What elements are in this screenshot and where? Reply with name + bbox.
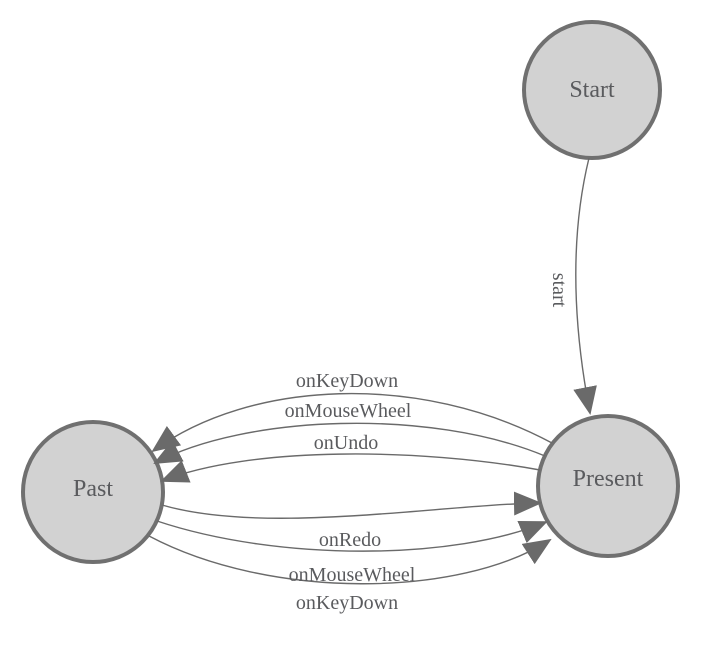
edge-start-to-present[interactable] (573, 157, 597, 415)
node-start[interactable]: Start (522, 20, 662, 160)
edge-past-to-present-onredo[interactable] (161, 491, 542, 519)
edge-past-to-present-onkeydown[interactable] (148, 535, 552, 585)
edge-label-onmousewheel-bottom: onMouseWheel (289, 564, 416, 586)
node-start-label: Start (569, 77, 615, 103)
node-past-circle[interactable] (21, 420, 165, 564)
node-past[interactable]: Past (21, 420, 165, 564)
edge-label-onkeydown-bottom: onKeyDown (296, 592, 398, 614)
node-present-circle[interactable] (536, 414, 680, 558)
node-start-circle[interactable] (522, 20, 662, 160)
edge-label-onundo: onUndo (314, 432, 378, 454)
edge-label-start: start (548, 273, 570, 308)
edge-present-to-past-onundo[interactable] (160, 453, 541, 483)
edges (148, 157, 597, 585)
edge-label-onredo: onRedo (319, 529, 381, 551)
node-present[interactable]: Present (536, 414, 680, 558)
edge-past-to-present-onmousewheel[interactable] (156, 520, 548, 552)
node-present-label: Present (573, 466, 644, 492)
node-past-label: Past (73, 476, 113, 502)
edge-label-onmousewheel-top: onMouseWheel (285, 400, 412, 422)
edge-labels: start onKeyDown onMouseWheel onUndo onRe… (285, 273, 570, 614)
edge-present-to-past-onmousewheel[interactable] (153, 422, 546, 464)
edge-label-onkeydown-top: onKeyDown (296, 370, 398, 392)
edge-present-to-past-onkeydown[interactable] (151, 392, 553, 453)
